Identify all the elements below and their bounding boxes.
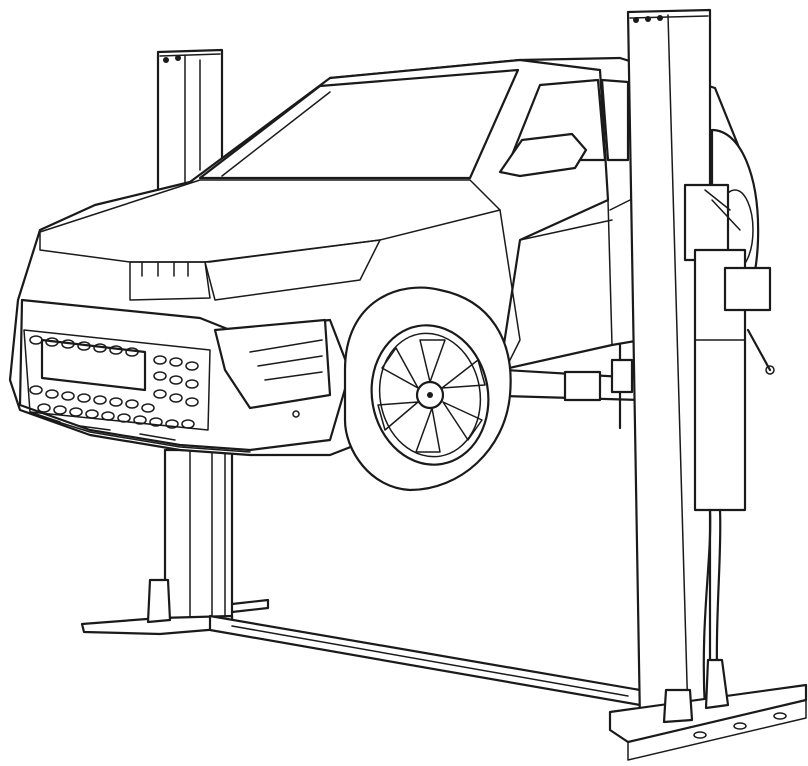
front-wheel xyxy=(343,286,512,492)
honeycomb-grille xyxy=(23,329,211,431)
right-lift-post xyxy=(608,8,808,761)
floor-plate xyxy=(208,614,642,707)
